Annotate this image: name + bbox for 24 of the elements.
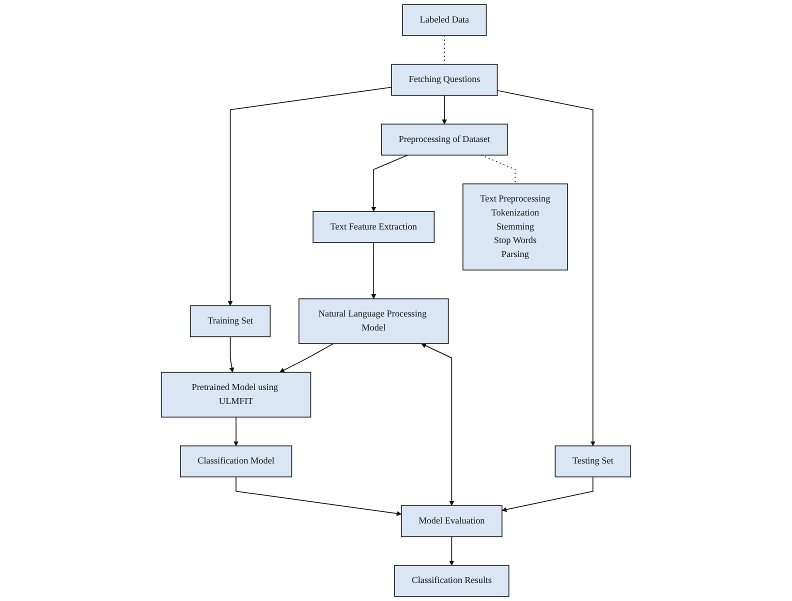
arrow	[502, 476, 594, 512]
node-box: Labeled Data	[402, 4, 487, 36]
node-box: Classification Results	[394, 564, 510, 597]
node-box: Natural Language Processing Model	[298, 298, 449, 344]
node-box: Preprocessing of Dataset	[381, 124, 508, 156]
node-box: Fetching Questions	[391, 64, 498, 96]
node-box: Pretrained Model using ULMFIT	[160, 372, 312, 418]
node-box: Text Feature Extraction	[312, 211, 435, 243]
node-box: Model Evaluation	[400, 505, 502, 538]
node-box: Text Preprocessing Tokenization Stemming Stop Words Parsing	[462, 183, 568, 270]
arrow	[228, 86, 392, 306]
arrow	[496, 90, 596, 446]
node-box: Testing Set	[554, 445, 632, 478]
arrow	[371, 154, 408, 212]
arrow	[442, 94, 447, 124]
arrow	[371, 242, 376, 299]
arrow	[234, 416, 239, 446]
node-box: Classification Model	[180, 445, 292, 478]
arrow	[236, 476, 402, 516]
arrow	[229, 336, 234, 373]
arrow	[449, 536, 454, 566]
arrow	[279, 343, 334, 373]
node-box: Training Set	[190, 305, 271, 338]
arrow	[421, 343, 454, 506]
